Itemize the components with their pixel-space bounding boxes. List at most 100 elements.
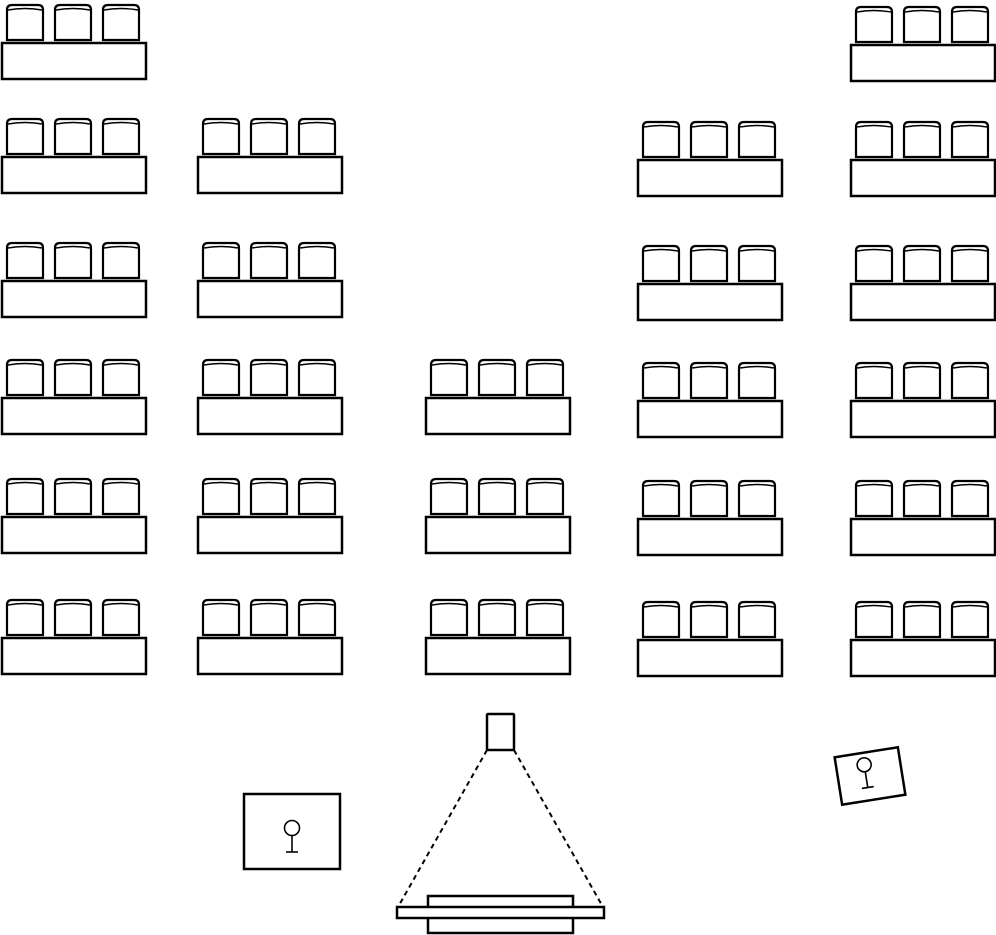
table-icon bbox=[849, 158, 996, 198]
chair-icon bbox=[5, 477, 45, 516]
chair-icon bbox=[950, 600, 990, 639]
desk-unit bbox=[0, 358, 148, 436]
desk-unit bbox=[849, 361, 996, 439]
desk-unit bbox=[424, 358, 572, 436]
desk-unit bbox=[424, 598, 572, 676]
table-icon bbox=[849, 638, 996, 678]
projector-icon bbox=[485, 712, 516, 752]
chair-icon bbox=[5, 3, 45, 42]
desk-unit bbox=[0, 598, 148, 676]
table-icon bbox=[424, 636, 572, 676]
chair-icon bbox=[902, 600, 942, 639]
chair-icon bbox=[525, 358, 565, 397]
table-icon bbox=[0, 636, 148, 676]
table-icon bbox=[0, 155, 148, 195]
microphone-icon bbox=[856, 756, 874, 790]
chair-icon bbox=[297, 117, 337, 156]
chair-icon bbox=[854, 600, 894, 639]
desk-unit bbox=[636, 361, 784, 439]
chair-icon bbox=[641, 479, 681, 518]
chair-icon bbox=[950, 244, 990, 283]
desk-unit bbox=[636, 120, 784, 198]
chair-icon bbox=[297, 358, 337, 397]
desk-unit bbox=[636, 244, 784, 322]
chair-icon bbox=[249, 477, 289, 516]
chair-icon bbox=[5, 358, 45, 397]
lectern-left bbox=[242, 792, 342, 871]
lectern-right bbox=[833, 745, 907, 807]
chair-icon bbox=[249, 117, 289, 156]
chair-icon bbox=[477, 598, 517, 637]
table-icon bbox=[0, 279, 148, 319]
desk-unit bbox=[636, 479, 784, 557]
chair-icon bbox=[950, 361, 990, 400]
chair-icon bbox=[53, 477, 93, 516]
chair-icon bbox=[902, 244, 942, 283]
desk-unit bbox=[196, 477, 344, 555]
table-icon bbox=[849, 282, 996, 322]
desk-unit bbox=[849, 600, 996, 678]
table-icon bbox=[849, 517, 996, 557]
chair-icon bbox=[297, 477, 337, 516]
chair-icon bbox=[429, 358, 469, 397]
front-area bbox=[242, 712, 907, 935]
chair-icon bbox=[854, 479, 894, 518]
table-icon bbox=[196, 155, 344, 195]
table-icon bbox=[196, 515, 344, 555]
chair-icon bbox=[641, 600, 681, 639]
chair-icon bbox=[201, 117, 241, 156]
chair-icon bbox=[950, 479, 990, 518]
chair-icon bbox=[297, 598, 337, 637]
chair-icon bbox=[641, 120, 681, 159]
desk-unit bbox=[849, 244, 996, 322]
chair-icon bbox=[101, 358, 141, 397]
desk-unit bbox=[424, 477, 572, 555]
chair-icon bbox=[737, 120, 777, 159]
table-icon bbox=[636, 282, 784, 322]
chair-icon bbox=[429, 598, 469, 637]
chair-icon bbox=[902, 5, 942, 44]
microphone-icon bbox=[283, 819, 301, 853]
chair-icon bbox=[902, 361, 942, 400]
chair-icon bbox=[53, 358, 93, 397]
chair-icon bbox=[201, 358, 241, 397]
chair-icon bbox=[641, 244, 681, 283]
desk-unit bbox=[849, 120, 996, 198]
chair-icon bbox=[201, 241, 241, 280]
chair-icon bbox=[101, 241, 141, 280]
chair-icon bbox=[689, 244, 729, 283]
desk-unit bbox=[196, 358, 344, 436]
chair-icon bbox=[5, 241, 45, 280]
chair-icon bbox=[902, 120, 942, 159]
chair-icon bbox=[525, 477, 565, 516]
table-icon bbox=[196, 636, 344, 676]
chair-icon bbox=[5, 117, 45, 156]
chair-icon bbox=[737, 600, 777, 639]
chair-icon bbox=[201, 598, 241, 637]
chair-icon bbox=[53, 117, 93, 156]
chair-icon bbox=[737, 244, 777, 283]
table-icon bbox=[0, 396, 148, 436]
table-icon bbox=[636, 399, 784, 439]
chair-icon bbox=[854, 361, 894, 400]
chair-icon bbox=[477, 477, 517, 516]
chair-icon bbox=[249, 358, 289, 397]
table-icon bbox=[849, 43, 996, 83]
desk-unit bbox=[849, 5, 996, 83]
chair-icon bbox=[689, 600, 729, 639]
chair-icon bbox=[249, 241, 289, 280]
desk-unit bbox=[0, 477, 148, 555]
desk-unit bbox=[196, 117, 344, 195]
chair-icon bbox=[737, 361, 777, 400]
table-icon bbox=[0, 41, 148, 81]
desk-rows bbox=[0, 3, 996, 678]
chair-icon bbox=[477, 358, 517, 397]
chair-icon bbox=[101, 117, 141, 156]
table-icon bbox=[849, 399, 996, 439]
table-icon bbox=[196, 396, 344, 436]
chair-icon bbox=[101, 598, 141, 637]
chair-icon bbox=[53, 241, 93, 280]
desk-unit bbox=[0, 117, 148, 195]
chair-icon bbox=[101, 477, 141, 516]
